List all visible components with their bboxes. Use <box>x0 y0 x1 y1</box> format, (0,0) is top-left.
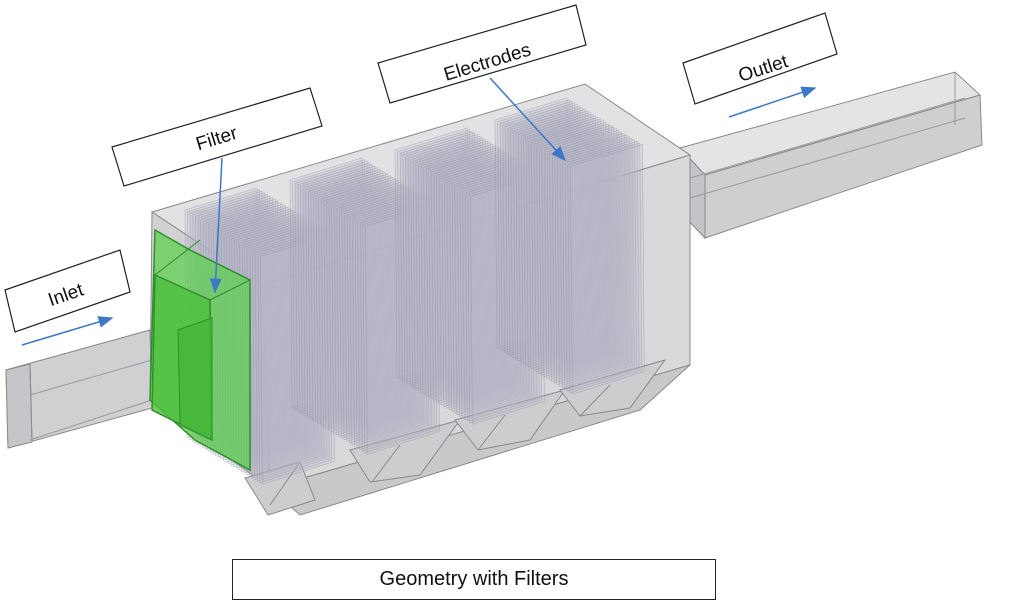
filter-pointer-arrow <box>209 157 223 294</box>
hopper-4 <box>559 359 667 417</box>
inlet-duct <box>5 324 171 449</box>
hopper-3 <box>454 389 567 451</box>
filter-panel <box>149 228 251 472</box>
inlet-flow-arrow <box>21 316 114 346</box>
hopper-2 <box>349 419 462 483</box>
electrode-plates <box>184 97 645 485</box>
electrode-plate <box>462 169 537 421</box>
figure-caption: Geometry with Filters <box>232 559 716 600</box>
electrode-plate <box>454 164 530 416</box>
electrode-plate <box>457 165 532 417</box>
label-inlet: Inlet <box>4 249 131 333</box>
label-filter: Filter <box>111 87 323 187</box>
arrows <box>21 77 817 346</box>
label-outlet: Outlet <box>682 12 838 105</box>
electrode-plate <box>567 142 643 394</box>
electrode-plate <box>559 137 635 389</box>
hoppers <box>244 359 667 516</box>
electrode-plate <box>470 173 545 425</box>
electrode-plate <box>564 140 640 392</box>
label-electrodes: Electrodes <box>377 4 587 104</box>
electrode-plate <box>562 139 637 391</box>
electrodes-pointer-arrow <box>489 77 567 162</box>
electrode-plate <box>570 143 645 395</box>
electrode-plate <box>467 172 543 424</box>
electrode-plate <box>557 135 632 387</box>
electrode-plate <box>554 134 630 386</box>
electrode-plate <box>459 167 535 419</box>
outlet-duct <box>679 71 983 240</box>
electrode-plate <box>464 170 540 422</box>
outlet-flow-arrow <box>728 86 817 118</box>
